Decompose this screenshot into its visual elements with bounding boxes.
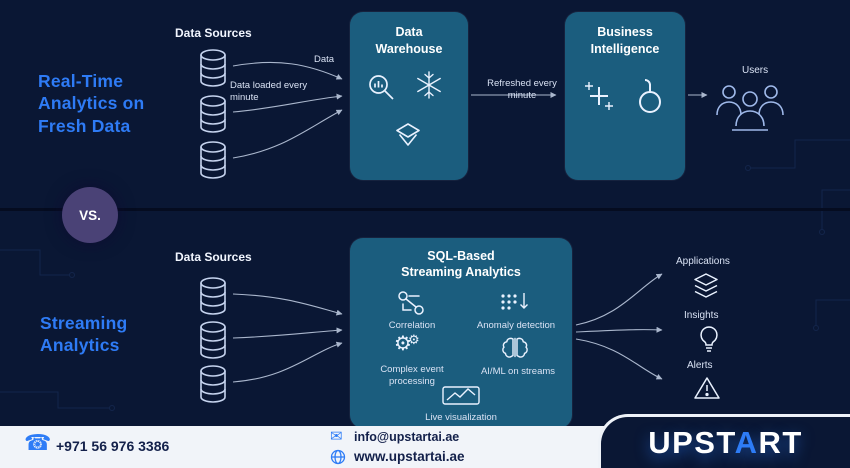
phone-icon: ☎ <box>24 430 52 455</box>
bi-title: Business Intelligence <box>590 25 660 56</box>
lightbulb-icon <box>700 326 718 352</box>
load-note: Data loaded every minute <box>230 80 308 104</box>
footer-bar <box>0 426 618 468</box>
users-icon <box>716 85 784 131</box>
correlation-icon <box>398 291 424 315</box>
gear-glyph: ⚙ <box>394 333 412 355</box>
line-chart-icon <box>442 386 480 405</box>
database-icon <box>200 141 226 179</box>
database-icon <box>200 321 226 359</box>
output-insights-label: Insights <box>684 310 719 321</box>
streaming-box-title-line1: SQL-Based <box>427 249 495 263</box>
top-section-title: Real-Time Analytics on Fresh Data <box>38 71 145 136</box>
refresh-note: Refreshed every minute <box>487 78 557 102</box>
users-label: Users <box>742 65 769 76</box>
brain-icon <box>502 337 528 358</box>
item-cep-label: Complex event processing <box>380 364 444 388</box>
gears-icon: ⚙⚙ <box>394 332 424 355</box>
data-arrow-label: Data <box>314 54 335 65</box>
streaming-box-title-line2: Streaming Analytics <box>401 265 521 279</box>
output-alerts-label: Alerts <box>687 360 713 371</box>
data-sources-label-top: Data Sources <box>175 26 252 40</box>
streaming-box: SQL-Based Streaming Analytics Correlatio… <box>350 238 572 428</box>
database-icon <box>200 49 226 87</box>
item-aiml-label: AI/ML on streams <box>480 366 556 377</box>
gear-glyph: ⚙ <box>407 332 420 347</box>
brand-suffix: RT <box>758 424 803 460</box>
phone-number: +971 56 976 3386 <box>56 438 170 454</box>
vs-badge: VS. <box>62 187 118 243</box>
bottom-section-title: Streaming Analytics <box>40 313 128 356</box>
section-divider <box>0 208 850 211</box>
database-icon <box>200 95 226 133</box>
database-icon <box>200 277 226 315</box>
brand-logo: UPSTART <box>648 425 803 461</box>
brand-accent-letter: A <box>734 424 759 460</box>
globe-icon <box>330 449 346 465</box>
lakehouse-diamond-icon <box>396 123 420 146</box>
bi-looker-icon <box>639 79 661 113</box>
bi-box: Business Intelligence <box>565 12 685 180</box>
item-liveviz-label: Live visualization <box>425 412 497 423</box>
snowflake-icon <box>417 71 441 99</box>
output-applications-label: Applications <box>676 256 730 267</box>
item-correlation-label: Correlation <box>388 320 436 331</box>
item-anomaly-label: Anomaly detection <box>476 320 556 331</box>
warehouse-title: Data Warehouse <box>375 25 443 56</box>
data-sources-label-bottom: Data Sources <box>175 250 252 264</box>
brand-logo-block: UPSTART <box>598 414 850 468</box>
database-icon <box>200 365 226 403</box>
layers-icon <box>694 273 718 298</box>
email-text: info@upstartai.ae <box>354 430 460 444</box>
anomaly-detection-icon <box>501 293 528 310</box>
vs-label: VS. <box>79 207 101 223</box>
query-search-icon <box>369 75 394 100</box>
bi-plus-cluster-icon <box>585 82 613 110</box>
warning-icon <box>694 377 720 399</box>
brand-prefix: UPST <box>648 424 735 460</box>
website-text: www.upstartai.ae <box>354 449 465 464</box>
warehouse-box: Data Warehouse <box>350 12 468 180</box>
email-icon: ✉ <box>330 428 343 445</box>
